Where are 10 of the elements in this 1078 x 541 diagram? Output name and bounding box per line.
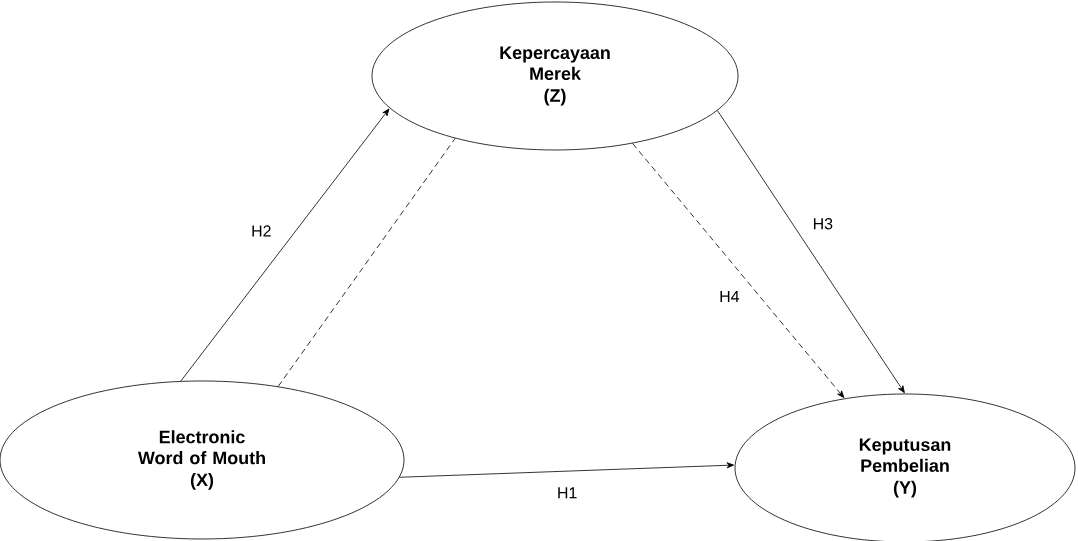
edge-label: H1 bbox=[554, 485, 580, 501]
arrow bbox=[180, 108, 390, 382]
edge-label: H4 bbox=[717, 288, 742, 304]
edge-label: H2 bbox=[249, 223, 274, 239]
arrow bbox=[632, 143, 845, 398]
arrow bbox=[399, 462, 735, 478]
ellipse-node: Electronic Word of Mouth (X) bbox=[0, 380, 405, 540]
ellipse-node: Kepercayaan Merek (Z) bbox=[371, 1, 739, 151]
arrow bbox=[717, 110, 905, 394]
edge-label: H3 bbox=[810, 216, 836, 232]
